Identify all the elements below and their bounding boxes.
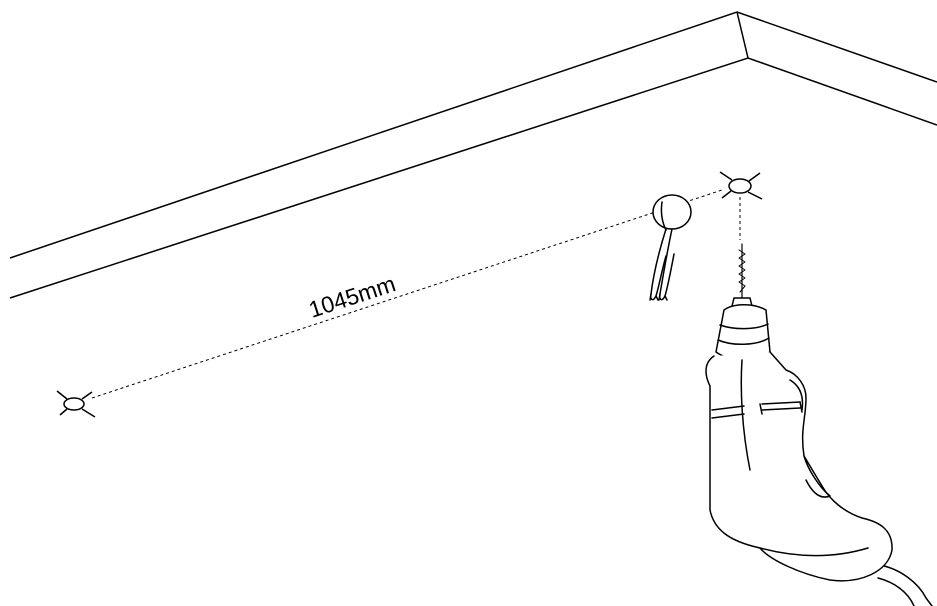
ceiling-edge: [9, 11, 937, 299]
drill-point-mark-right: [719, 171, 763, 200]
measurement-dashed-line: [91, 189, 723, 399]
distance-label: 1045mm: [306, 270, 399, 322]
ceiling-wire-hook-icon: [649, 194, 692, 301]
power-drill-icon: [705, 243, 933, 606]
drill-point-mark-left: [56, 390, 96, 418]
